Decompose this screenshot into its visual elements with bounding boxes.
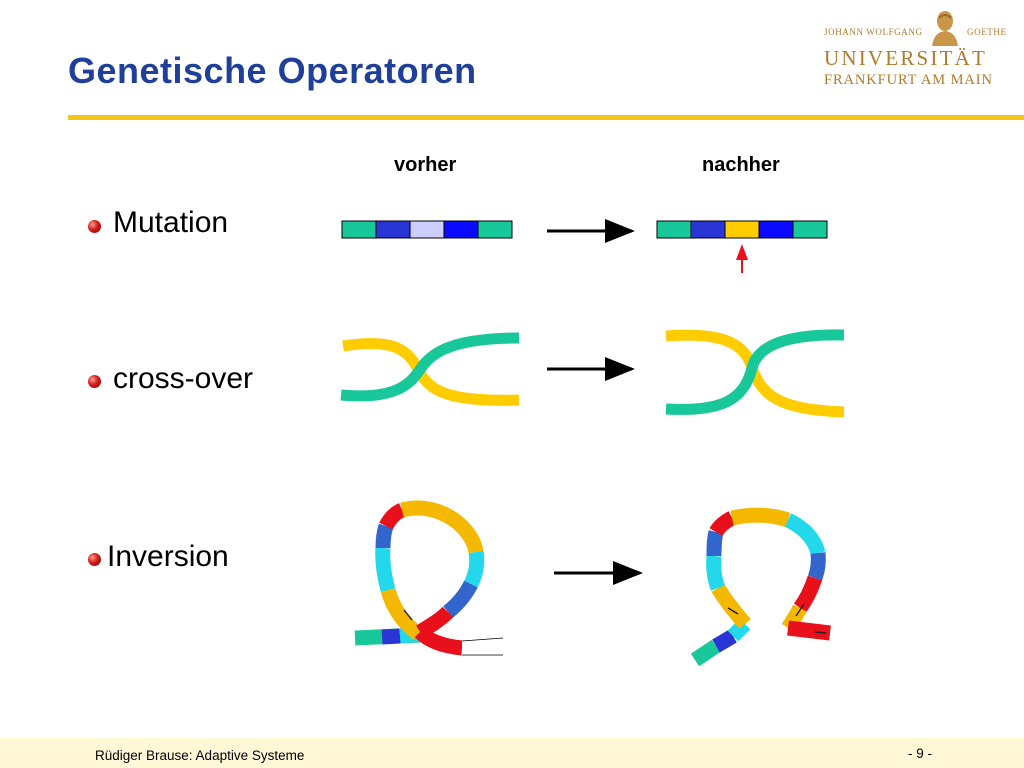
logo-line-1-right: GOETHE [967,27,1007,37]
university-logo: JOHANN WOLFGANG GOETHE UNIVERSITÄT FRANK… [822,10,1012,90]
operator-label-crossover: cross-over [113,362,254,395]
crossover-after [665,329,845,418]
bullet-icon [88,553,101,566]
bullet-icon [88,220,101,233]
inversion-before-outline [461,637,504,656]
logo-line-3: FRANKFURT AM MAIN [824,72,993,88]
logo-line-2: UNIVERSITÄT [824,46,988,70]
inversion-before [354,500,503,656]
inversion-direction-markers [403,603,827,634]
mutation-chromosome-after [656,220,828,239]
footer-author: Rüdiger Brause: Adaptive Systeme [95,748,305,763]
operators-diagram [340,219,845,667]
mutation-chromosome-before [341,220,513,239]
column-heading-after: nachher [702,154,780,176]
crossover-before [340,332,520,406]
goethe-portrait-icon [932,11,958,46]
footer-page-number: - 9 - [907,746,932,761]
operator-label-inversion: Inversion [107,540,229,573]
operator-label-mutation: Mutation [113,206,229,239]
footer-bar: Rüdiger Brause: Adaptive Systeme - 9 - [0,738,1024,768]
bullet-icon [88,375,101,388]
slide-title: Genetische Operatoren [68,50,477,91]
inversion-after [690,507,831,667]
title-underline [68,115,1024,120]
column-heading-before: vorher [394,154,457,176]
logo-line-1-left: JOHANN WOLFGANG [824,27,923,37]
